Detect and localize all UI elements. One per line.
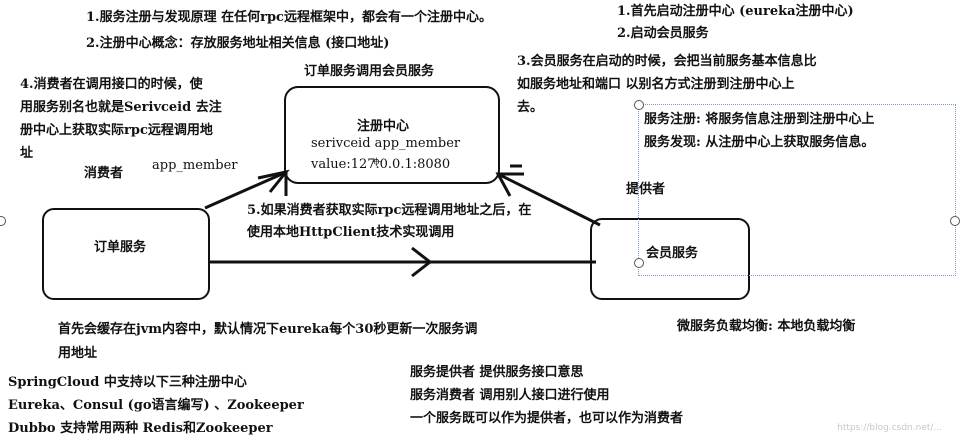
springcloud-line1: SpringCloud 中支持以下三种注册中心: [8, 375, 247, 390]
registry-box: [284, 86, 500, 184]
principle-note: 1.服务注册与发现原理 在任何rpc远程框架中，都会有一个注册中心。: [86, 10, 492, 25]
load-balance-note: 微服务负载均衡: 本地负载均衡: [677, 319, 856, 334]
order-service-box: [42, 208, 210, 300]
service-discovery-note: 服务发现: 从注册中心上获取服务信息。: [644, 135, 875, 150]
consumer-label: 消费者: [84, 166, 124, 181]
watermark: https://blog.csdn.net/...: [837, 423, 942, 433]
cursor-icon: ⌖: [372, 152, 382, 171]
consumer-note-line3: 册中心上获取实际rpc远程调用地: [20, 123, 213, 138]
roles-line2: 服务消费者 调用别人接口进行使用: [410, 388, 610, 403]
selection-handle-right[interactable]: [950, 216, 960, 226]
service-registration-note: 服务注册: 将服务信息注册到注册中心上: [644, 112, 875, 127]
order-to-registry-line: [204, 172, 283, 210]
member-service-label: 会员服务: [646, 246, 699, 261]
member-to-registry-line: [499, 173, 601, 227]
roles-line1: 服务提供者 提供服务接口意思: [410, 365, 584, 380]
registry-value: value:127.0.0.1:8080: [311, 157, 451, 172]
register-note-line3: 去。: [517, 100, 544, 115]
order-service-label: 订单服务: [94, 240, 147, 255]
start-registry-note: 1.首先启动注册中心 (eureka注册中心): [617, 4, 854, 19]
app-member-label: app_member: [152, 158, 238, 173]
start-member-note: 2.启动会员服务: [617, 26, 709, 41]
consumer-note-line2: 用服务别名也就是Serivceid 去注: [20, 100, 222, 115]
register-note-line2: 如服务地址和端口 以别名方式注册到注册中心上: [517, 77, 795, 92]
provider-label: 提供者: [626, 182, 666, 197]
order-call-label: 订单服务调用会员服务: [304, 64, 435, 79]
consumer-note-line1: 4.消费者在调用接口的时候，使: [20, 77, 203, 92]
member-service-box: [590, 218, 750, 300]
registry-title: 注册中心: [357, 119, 410, 134]
register-note-line1: 3.会员服务在启动的时候，会把当前服务基本信息比: [517, 54, 817, 69]
cache-note-line1: 首先会缓存在jvm内容中，默认情况下eureka每个30秒更新一次服务调: [58, 322, 478, 337]
springcloud-line3: Dubbo 支持常用两种 Redis和Zookeeper: [8, 421, 273, 436]
selection-handle-bottom-left[interactable]: [634, 258, 644, 268]
page-handle-left[interactable]: [0, 216, 6, 226]
consumer-note-line4: 址: [20, 146, 34, 161]
step5-line1: 5.如果消费者获取实际rpc远程调用地址之后，在: [247, 203, 532, 218]
registry-serviceid: serivceid app_member: [311, 136, 461, 151]
roles-line3: 一个服务既可以作为提供者，也可以作为消费者: [410, 411, 684, 426]
springcloud-line2: Eureka、Consul (go语言编写) 、Zookeeper: [8, 398, 304, 413]
cache-note-line2: 用地址: [58, 346, 98, 361]
dotted-selection-box[interactable]: [638, 104, 956, 276]
selection-handle-top-left[interactable]: [634, 100, 644, 110]
order-to-member-arrowhead: [411, 246, 433, 278]
step5-line2: 使用本地HttpClient技术实现调用: [247, 225, 455, 240]
registry-concept-note: 2.注册中心概念：存放服务地址相关信息 (接口地址): [86, 36, 390, 51]
